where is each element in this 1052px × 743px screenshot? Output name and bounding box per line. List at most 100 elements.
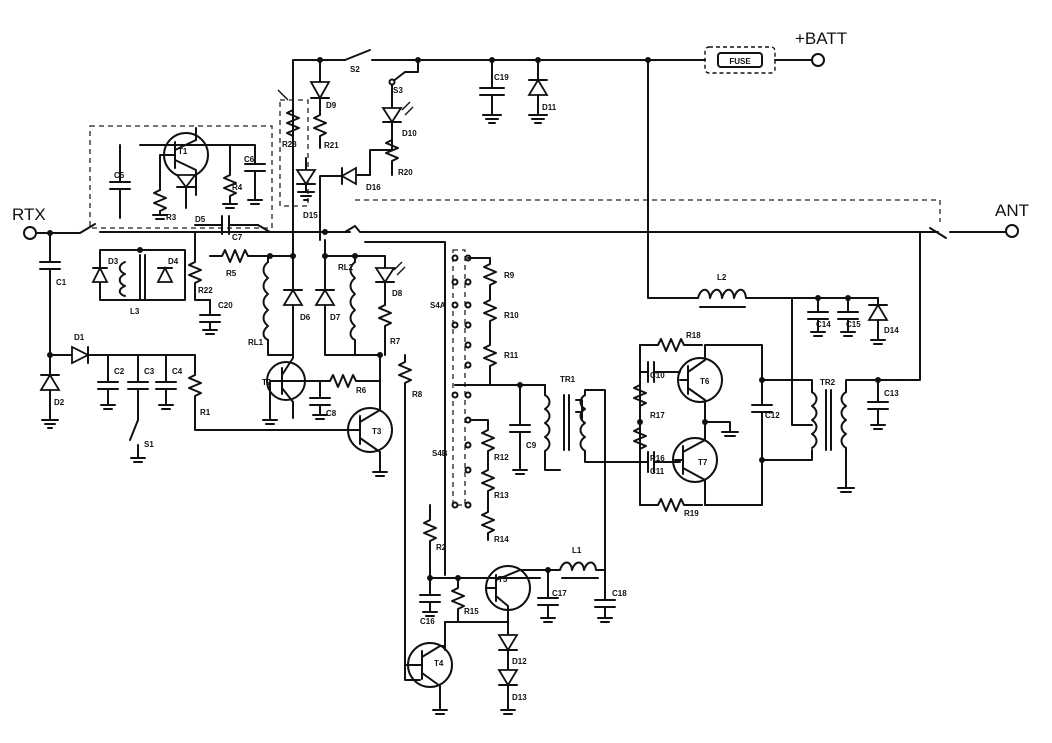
c15-capacitor: C15 [837, 295, 861, 337]
svg-text:T1: T1 [178, 147, 188, 156]
svg-text:D11: D11 [542, 103, 557, 112]
c13-capacitor: C13 [867, 377, 899, 430]
t4-transistor: T4 [404, 639, 453, 715]
ant-bus [354, 225, 939, 233]
c7-capacitor: C7 [194, 215, 259, 242]
c10-capacitor: C10 [639, 361, 681, 383]
svg-text:C4: C4 [172, 367, 183, 376]
d13-diode: D13 [497, 669, 527, 715]
svg-text:L3: L3 [130, 307, 140, 316]
svg-text:D2: D2 [54, 398, 65, 407]
t2-transistor: T2 [262, 354, 321, 425]
batt-terminal[interactable] [811, 53, 825, 67]
r9-r10-r11-resistors: R9 R10 R11 [483, 257, 519, 386]
tr2-transformer: TR2 [761, 297, 901, 493]
svg-text:S4A: S4A [430, 301, 446, 310]
c16-capacitor: C16 [419, 577, 441, 626]
ant-terminal[interactable] [1005, 224, 1019, 238]
r22-resistor: R22 [188, 231, 213, 301]
c9-capacitor: C9 [509, 382, 537, 475]
d1-diode: D1 [47, 333, 196, 376]
svg-text:S1: S1 [144, 440, 154, 449]
svg-text:L2: L2 [717, 273, 727, 282]
rtx-terminal[interactable] [23, 226, 37, 240]
svg-text:D5: D5 [195, 215, 206, 224]
s2-label: S2 [350, 65, 360, 74]
svg-text:R11: R11 [504, 351, 519, 360]
c5-capacitor: C5 [109, 144, 131, 219]
r21-resistor: R21 [313, 97, 339, 150]
svg-text:L1: L1 [572, 546, 582, 555]
svg-text:D9: D9 [326, 101, 337, 110]
svg-text:R5: R5 [226, 269, 237, 278]
d12-diode: D12 [497, 621, 527, 671]
svg-text:C7: C7 [232, 233, 243, 242]
svg-text:R4: R4 [232, 183, 243, 192]
d15-diode: D15 [295, 157, 318, 220]
d9-led: D9 [309, 59, 337, 110]
svg-text:C6: C6 [244, 155, 255, 164]
rtx-label: RTX [12, 205, 46, 224]
svg-text:D7: D7 [330, 313, 341, 322]
d8-led: D8 [354, 255, 406, 298]
batt-label: +BATT [795, 29, 847, 48]
c8-capacitor: C8 [309, 380, 337, 420]
svg-text:C10: C10 [650, 371, 665, 380]
s4b-switch: S4B [432, 384, 546, 509]
svg-text:D12: D12 [512, 657, 527, 666]
svg-text:R22: R22 [198, 286, 213, 295]
rtx-switch [35, 223, 96, 234]
svg-text:R18: R18 [686, 331, 701, 340]
r17-resistor: R17 [633, 384, 665, 420]
c3-capacitor: C3 [127, 354, 155, 421]
supply-rail [292, 49, 813, 233]
d5-diode: D5 [175, 174, 206, 224]
svg-text:R6: R6 [356, 386, 367, 395]
svg-text:D3: D3 [108, 257, 119, 266]
svg-text:RL2: RL2 [338, 263, 354, 272]
svg-text:C14: C14 [816, 320, 831, 329]
svg-text:C17: C17 [552, 589, 567, 598]
svg-text:C18: C18 [612, 589, 627, 598]
r3-resistor: R3 [152, 189, 177, 222]
l1-inductor: L1 [547, 546, 606, 579]
t6-t7-emitter-ground [704, 421, 731, 433]
c1-capacitor: C1 [39, 232, 67, 356]
svg-text:R20: R20 [398, 168, 413, 177]
c2-capacitor: C2 [97, 354, 125, 410]
svg-text:R2: R2 [436, 543, 447, 552]
r2-resistor: R2 [423, 504, 447, 579]
c11-capacitor: C11 [639, 451, 681, 476]
t1-transistor: T1 [139, 127, 231, 196]
svg-text:R15: R15 [464, 607, 479, 616]
svg-text:R10: R10 [504, 311, 519, 320]
svg-text:RL1: RL1 [248, 338, 264, 347]
svg-text:D10: D10 [402, 129, 417, 138]
r7-resistor: R7 [377, 281, 401, 358]
c12-capacitor: C12 [751, 377, 780, 463]
svg-text:R23: R23 [282, 140, 297, 149]
svg-text:T5: T5 [498, 575, 508, 584]
r8-resistor: R8 [398, 354, 423, 681]
svg-text:TR1: TR1 [560, 375, 576, 384]
ant-label: ANT [995, 201, 1029, 220]
fuse: FUSE [704, 46, 776, 74]
r6-resistor: R6 [319, 374, 381, 395]
svg-text:C3: C3 [144, 367, 155, 376]
svg-text:D13: D13 [512, 693, 527, 702]
svg-text:D16: D16 [366, 183, 381, 192]
l3-coil-section: D3 D4 L3 [91, 247, 186, 316]
svg-text:C2: C2 [114, 367, 125, 376]
svg-text:D1: D1 [74, 333, 85, 342]
t5-transistor: T5 [485, 565, 541, 623]
svg-text:R7: R7 [390, 337, 401, 346]
r1-resistor: R1 [188, 374, 346, 431]
t1-shield-box [89, 125, 273, 229]
t6-transistor: T6 [677, 344, 763, 423]
svg-text:R16: R16 [650, 454, 665, 463]
svg-text:R3: R3 [166, 213, 177, 222]
svg-text:R19: R19 [684, 509, 699, 518]
c14-capacitor: C14 [807, 295, 831, 337]
svg-text:C9: C9 [526, 441, 537, 450]
d16-diode: D16 [319, 166, 381, 241]
